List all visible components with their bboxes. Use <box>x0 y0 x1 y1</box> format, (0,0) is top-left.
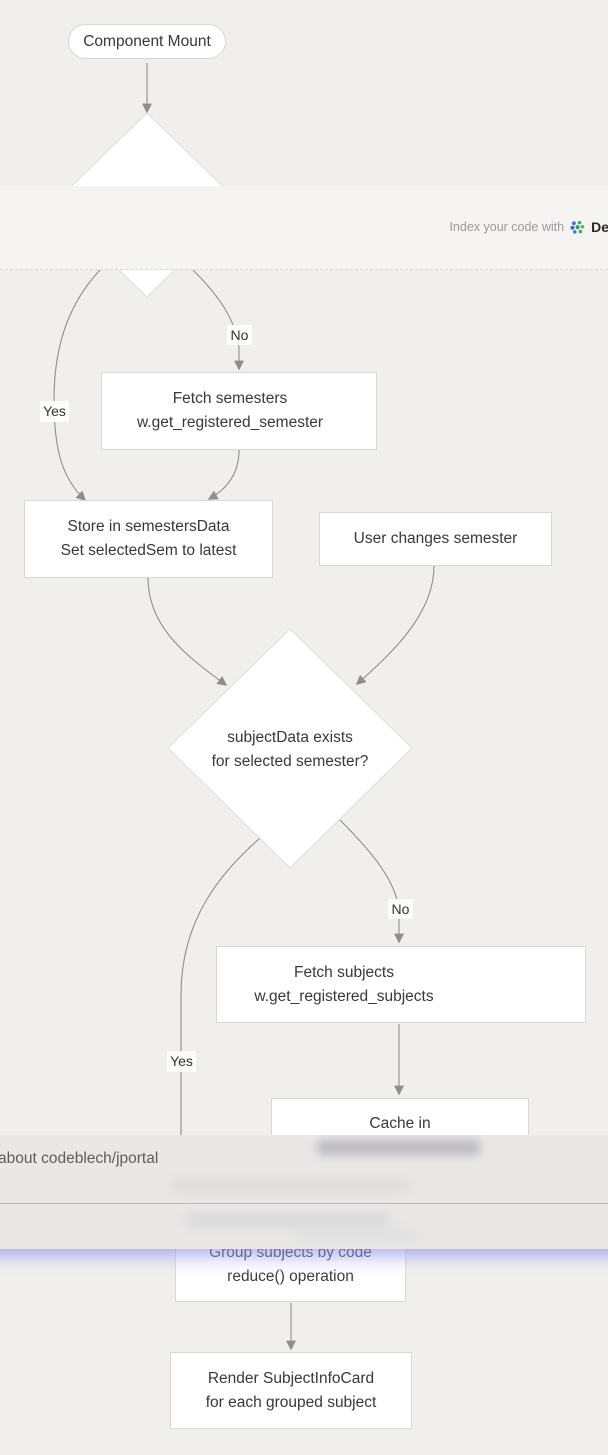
edge-label-yes-subjects: Yes <box>167 1051 196 1072</box>
edge-label-yes-semesters: Yes <box>40 401 69 422</box>
index-banner-text: Index your code with <box>449 220 565 234</box>
edge-store-to-subject-decision <box>147 577 228 686</box>
deepwiki-brand-link[interactable]: De <box>591 219 608 235</box>
edge-semesters-decision-no <box>192 269 244 371</box>
edge-label-no-subjects: No <box>388 899 413 919</box>
overlay-tab-title: about codeblech/jportal <box>0 1150 159 1167</box>
edge-semesters-decision-yes <box>53 269 101 502</box>
node-text: Fetch subjects w.get_registered_subjects <box>254 963 434 1005</box>
subject-data-decision-diamond <box>167 628 413 869</box>
edge-user-change-to-subject-decision <box>355 565 435 685</box>
process-node-user-changes-semester: User changes semester <box>319 512 552 566</box>
process-node-render-subject-card: Render SubjectInfoCard for each grouped … <box>170 1352 412 1429</box>
blurred-content-placeholder <box>316 1140 481 1155</box>
process-node-store-semesters: Store in semestersData Set selectedSem t… <box>24 500 273 578</box>
index-banner-row[interactable]: Index your code with De <box>449 216 608 238</box>
edge-subject-decision-yes <box>180 837 261 1232</box>
process-node-fetch-semesters: Fetch semesters w.get_registered_semeste… <box>101 372 377 450</box>
blurred-content-placeholder <box>171 1180 411 1192</box>
process-node-fetch-subjects: Fetch subjects w.get_registered_subjects <box>216 946 586 1023</box>
browser-overlay-tab-bar[interactable]: about codeblech/jportal <box>0 1135 608 1204</box>
edge-label-no-semesters: No <box>227 325 252 345</box>
node-text: Fetch semesters w.get_registered_semeste… <box>136 390 324 431</box>
edge-fetch-semesters-to-store <box>207 449 240 500</box>
edge-subject-decision-no <box>339 819 404 944</box>
decision-node-subjectdata-label: subjectData exists for selected semester… <box>211 729 369 770</box>
browser-overlay-toolbar <box>0 1204 608 1249</box>
blurred-content-placeholder <box>185 1213 390 1227</box>
index-banner: Index your code with De <box>0 186 608 270</box>
start-node-label: Component Mount <box>83 32 211 50</box>
deepwiki-logo-icon <box>570 220 585 234</box>
blurred-content-placeholder <box>298 1231 418 1242</box>
start-node-component-mount: Component Mount <box>68 24 226 59</box>
